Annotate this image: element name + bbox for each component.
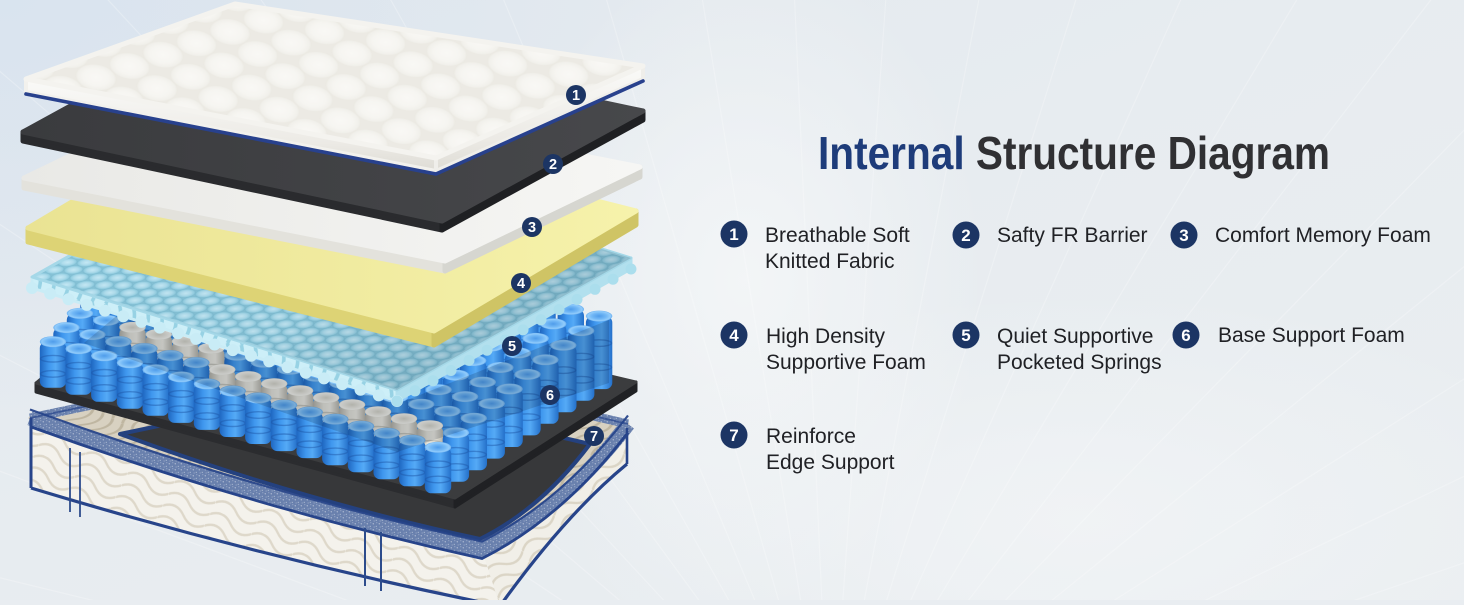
svg-text:2: 2 (961, 226, 970, 245)
svg-text:4: 4 (729, 326, 739, 345)
svg-text:2: 2 (549, 157, 557, 173)
svg-text:Quiet Supportive: Quiet Supportive (997, 325, 1153, 348)
svg-text:Internal Structure Diagram: Internal Structure Diagram (818, 127, 1330, 179)
svg-text:Supportive Foam: Supportive Foam (766, 351, 926, 374)
svg-text:7: 7 (729, 426, 738, 445)
svg-text:Comfort Memory Foam: Comfort Memory Foam (1215, 224, 1431, 247)
svg-text:Reinforce: Reinforce (766, 425, 856, 448)
svg-text:Knitted Fabric: Knitted Fabric (765, 250, 895, 273)
svg-text:1: 1 (729, 225, 738, 244)
svg-text:Pocketed Springs: Pocketed Springs (997, 351, 1162, 374)
svg-text:Base Support Foam: Base Support Foam (1218, 324, 1405, 347)
svg-text:5: 5 (961, 326, 970, 345)
svg-text:3: 3 (528, 220, 536, 236)
svg-text:7: 7 (590, 429, 598, 445)
svg-text:6: 6 (546, 388, 554, 404)
svg-text:5: 5 (508, 339, 516, 355)
svg-text:6: 6 (1181, 326, 1190, 345)
svg-text:Safty FR Barrier: Safty FR Barrier (997, 224, 1148, 247)
svg-text:1: 1 (572, 88, 580, 104)
svg-text:Breathable Soft: Breathable Soft (765, 224, 910, 247)
svg-text:Edge Support: Edge Support (766, 451, 895, 474)
svg-text:4: 4 (517, 276, 525, 292)
svg-text:High Density: High Density (766, 325, 886, 348)
svg-text:3: 3 (1179, 226, 1188, 245)
